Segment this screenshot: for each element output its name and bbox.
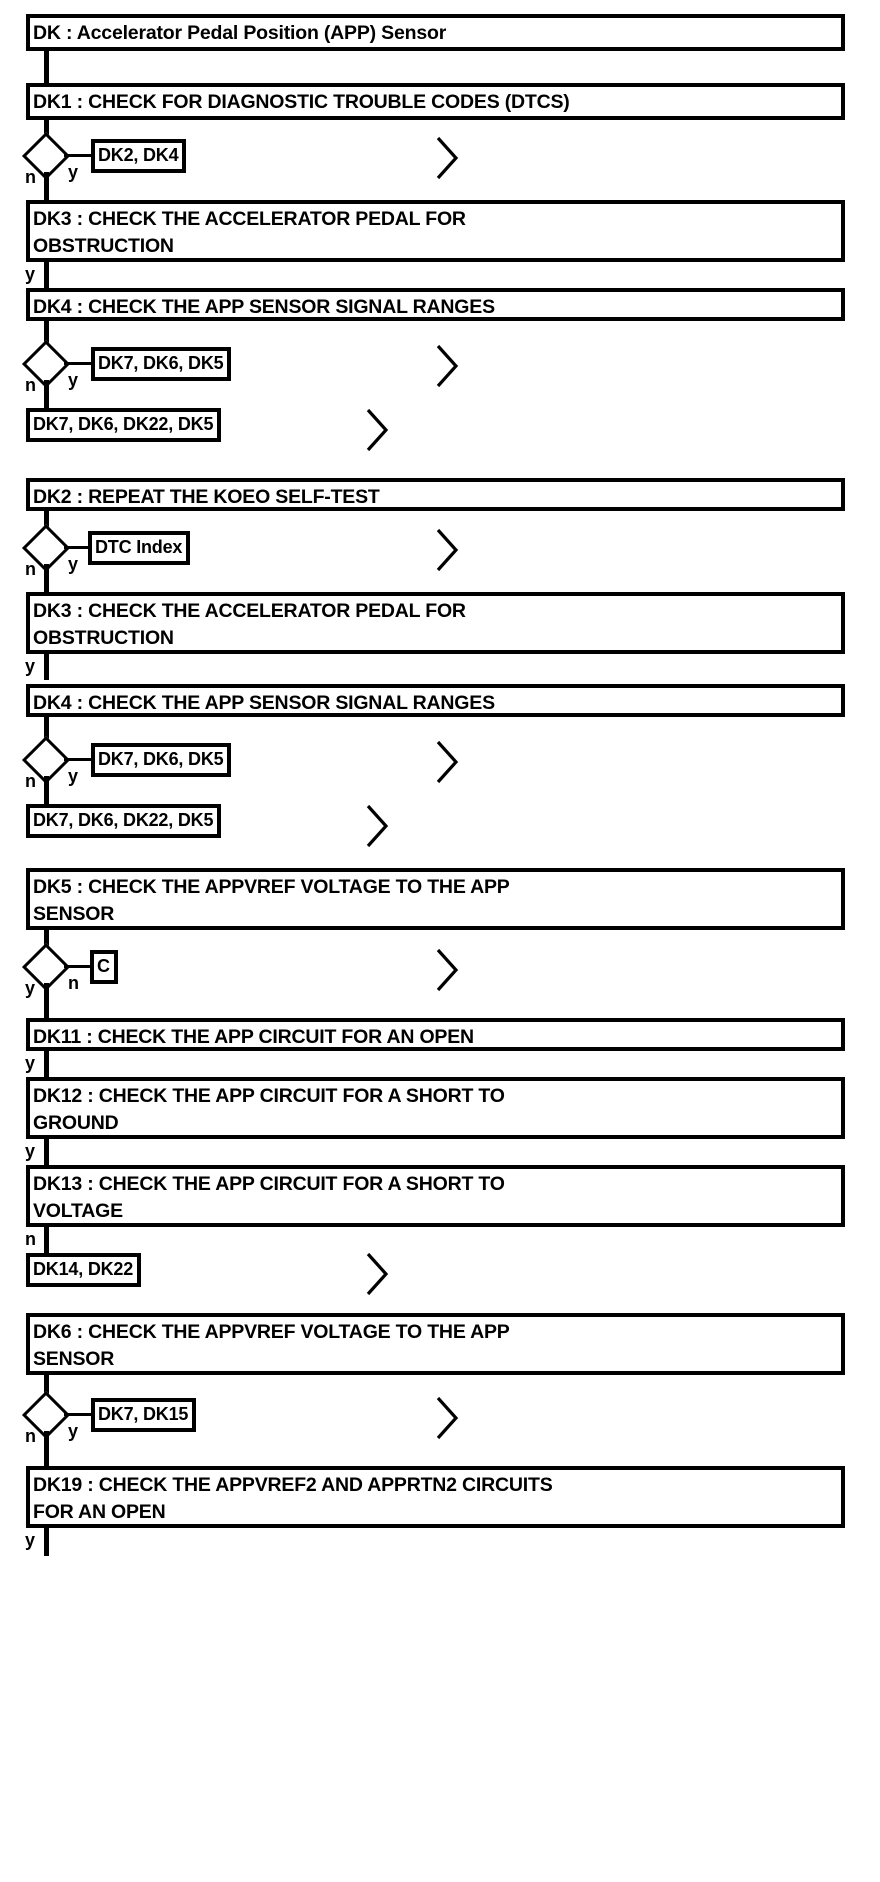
connector-title-to-dk1 xyxy=(44,51,49,83)
branch-label-yes-dk3a: y xyxy=(25,264,36,284)
flow-step-dk12[interactable]: DK12 : CHECK THE APP CIRCUIT FOR A SHORT… xyxy=(26,1077,845,1139)
branch-label-no-dk13: n xyxy=(25,1229,36,1249)
connector-decision1-yes xyxy=(64,154,94,157)
flow-ref-dk7-dk6-dk22-dk5-b[interactable]: DK7, DK6, DK22, DK5 xyxy=(26,804,222,838)
connector-decision4-yes xyxy=(64,758,94,761)
connector-dk6-to-decision6 xyxy=(44,1375,49,1397)
flow-step-dk13[interactable]: DK13 : CHECK THE APP CIRCUIT FOR A SHORT… xyxy=(26,1165,845,1227)
flow-step-dk4-b[interactable]: DK4 : CHECK THE APP SENSOR SIGNAL RANGES xyxy=(26,684,845,717)
connector-dk11-to-dk12 xyxy=(44,1051,49,1077)
connector-decision1-no-to-dk3a xyxy=(44,172,49,200)
chevron-right-icon-2 xyxy=(432,340,462,392)
connector-dk3b-to-dk4b xyxy=(44,654,49,680)
branch-label-yes-dk19: y xyxy=(25,1530,36,1550)
branch-label-yes-dk11: y xyxy=(25,1053,36,1073)
connector-decision2-yes xyxy=(64,362,94,365)
chevron-right-icon-4 xyxy=(432,524,462,576)
branch-label-yes-6: y xyxy=(68,1421,79,1441)
flow-ref-c[interactable]: C xyxy=(90,950,118,984)
connector-dk4a-to-decision2 xyxy=(44,321,49,343)
flow-step-dk2[interactable]: DK2 : REPEAT THE KOEO SELF-TEST xyxy=(26,478,845,511)
flow-ref-dtc-index[interactable]: DTC Index xyxy=(88,531,191,565)
flow-step-dk5[interactable]: DK5 : CHECK THE APPVREF VOLTAGE TO THE A… xyxy=(26,868,845,930)
flow-step-dk19[interactable]: DK19 : CHECK THE APPVREF2 AND APPRTN2 CI… xyxy=(26,1466,845,1528)
flow-step-dk3-b[interactable]: DK3 : CHECK THE ACCELERATOR PEDAL FOR OB… xyxy=(26,592,845,654)
flow-step-dk4-a[interactable]: DK4 : CHECK THE APP SENSOR SIGNAL RANGES xyxy=(26,288,845,321)
branch-label-yes-3: y xyxy=(68,554,79,574)
flow-step-dk1[interactable]: DK1 : CHECK FOR DIAGNOSTIC TROUBLE CODES… xyxy=(26,83,845,120)
branch-label-no-6: n xyxy=(25,1426,36,1446)
flow-ref-dk7-dk6-dk5-a[interactable]: DK7, DK6, DK5 xyxy=(91,347,232,381)
chevron-right-icon-6 xyxy=(362,800,392,852)
chevron-right-icon-3 xyxy=(362,404,392,456)
connector-decision5-yes-to-dk11 xyxy=(44,983,49,1018)
branch-label-yes-dk3b: y xyxy=(25,656,36,676)
connector-dk4b-to-decision4 xyxy=(44,717,49,739)
connector-dk13-to-ref-dk14 xyxy=(44,1227,49,1253)
flow-step-dk6[interactable]: DK6 : CHECK THE APPVREF VOLTAGE TO THE A… xyxy=(26,1313,845,1375)
flow-ref-dk14-dk22[interactable]: DK14, DK22 xyxy=(26,1253,142,1287)
connector-dk1-to-decision1 xyxy=(44,120,49,142)
flow-ref-dk7-dk6-dk22-dk5-a[interactable]: DK7, DK6, DK22, DK5 xyxy=(26,408,222,442)
connector-decision4-no-to-refb xyxy=(44,776,49,804)
connector-decision6-yes xyxy=(64,1413,94,1416)
flow-ref-dk7-dk15[interactable]: DK7, DK15 xyxy=(91,1398,197,1432)
branch-label-yes-1: y xyxy=(68,162,79,182)
chevron-right-icon-7 xyxy=(432,944,462,996)
chevron-right-icon-9 xyxy=(432,1392,462,1444)
branch-label-no-3: n xyxy=(25,559,36,579)
chevron-right-icon-1 xyxy=(432,132,462,184)
connector-decision2-no-to-refa xyxy=(44,380,49,408)
flow-step-dk11[interactable]: DK11 : CHECK THE APP CIRCUIT FOR AN OPEN xyxy=(26,1018,845,1051)
branch-label-no-5: n xyxy=(68,973,79,993)
chevron-right-icon-5 xyxy=(432,736,462,788)
connector-dk5-to-decision5 xyxy=(44,930,49,952)
branch-label-no-1: n xyxy=(25,167,36,187)
branch-label-yes-5: y xyxy=(25,978,36,998)
connector-decision6-no-to-dk19 xyxy=(44,1431,49,1466)
flow-ref-dk2-dk4[interactable]: DK2, DK4 xyxy=(91,139,187,173)
branch-label-yes-dk12: y xyxy=(25,1141,36,1161)
branch-label-no-2: n xyxy=(25,375,36,395)
flow-step-title[interactable]: DK : Accelerator Pedal Position (APP) Se… xyxy=(26,14,845,51)
connector-decision5-no xyxy=(64,965,90,968)
branch-label-yes-2: y xyxy=(68,370,79,390)
branch-label-no-4: n xyxy=(25,771,36,791)
connector-dk19-out xyxy=(44,1528,49,1556)
chevron-right-icon-8 xyxy=(362,1248,392,1300)
flow-ref-dk7-dk6-dk5-b[interactable]: DK7, DK6, DK5 xyxy=(91,743,232,777)
connector-decision3-no-to-dk3b xyxy=(44,564,49,592)
connector-dk12-to-dk13 xyxy=(44,1139,49,1165)
connector-dk3a-to-dk4a xyxy=(44,262,49,288)
connector-dk2-to-decision3 xyxy=(44,511,49,533)
branch-label-yes-4: y xyxy=(68,766,79,786)
flow-step-dk3-a[interactable]: DK3 : CHECK THE ACCELERATOR PEDAL FOR OB… xyxy=(26,200,845,262)
connector-decision3-yes xyxy=(64,546,88,549)
